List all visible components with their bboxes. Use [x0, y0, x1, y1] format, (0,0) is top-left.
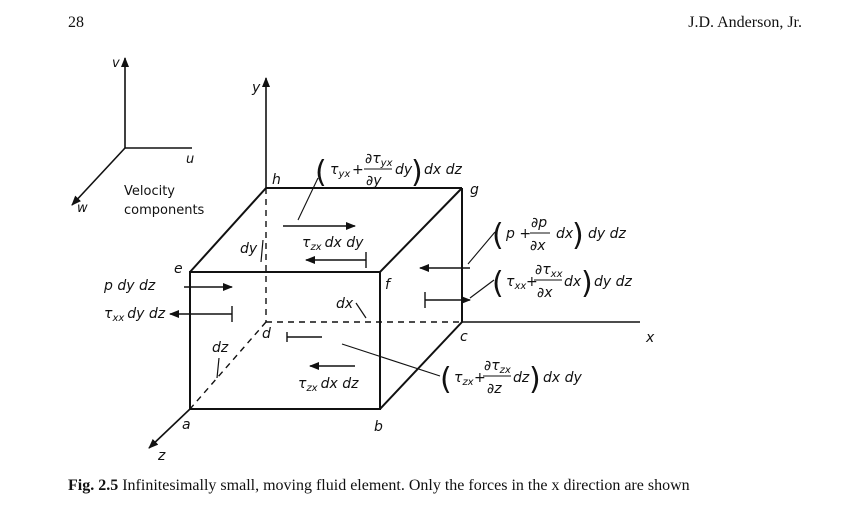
running-head: J.D. Anderson, Jr.	[688, 14, 802, 31]
x-axis-label: x	[645, 330, 655, 346]
tau-yx-plus-term: ( τyx + ∂τyx ∂y dy ) dx dz	[315, 151, 463, 190]
v-axis-label: v	[112, 56, 120, 71]
p-plus-term: ( p + ∂p ∂x dx ) dy dz	[492, 215, 627, 254]
svg-text:): )	[581, 266, 593, 301]
svg-text:(: (	[440, 362, 452, 397]
svg-text:dy: dy	[395, 162, 413, 178]
svg-text:): )	[529, 362, 541, 397]
velocity-axes	[71, 57, 192, 206]
corner-g: g	[470, 182, 479, 198]
svg-text:dy dz: dy dz	[594, 274, 633, 290]
tau-xx-plus-term: ( τxx + ∂τxx ∂x dx ) dy dz	[492, 262, 633, 301]
velocity-caption-line1: Velocity	[124, 184, 175, 199]
corner-e: e	[174, 261, 183, 277]
p-face-label: p dy dz	[103, 278, 156, 294]
fluid-element-cube	[189, 187, 463, 410]
tau-zx-plus-term: ( τzx + ∂τzx ∂z dz ) dx dy	[440, 358, 583, 397]
corner-d: d	[262, 326, 271, 342]
svg-text:∂z: ∂z	[487, 381, 502, 397]
corner-c: c	[460, 329, 468, 345]
svg-text:∂x: ∂x	[537, 285, 553, 301]
corner-b: b	[374, 419, 383, 435]
svg-text:(: (	[492, 218, 504, 253]
dx-label: dx	[336, 296, 354, 312]
svg-text:+: +	[352, 162, 364, 178]
svg-text:dz: dz	[513, 370, 530, 386]
svg-text:dx: dx	[564, 274, 582, 290]
dy-label: dy	[240, 241, 258, 257]
figure-caption: Fig. 2.5 Infinitesimally small, moving f…	[68, 477, 690, 495]
leader-lines	[297, 177, 496, 377]
z-axis-label: z	[157, 448, 166, 464]
u-axis-label: u	[186, 152, 194, 167]
svg-text:+: +	[474, 370, 486, 386]
svg-text:∂τyx: ∂τyx	[365, 151, 393, 169]
page-number: 28	[68, 14, 84, 31]
svg-text:(: (	[315, 155, 327, 190]
svg-text:∂y: ∂y	[366, 173, 382, 189]
svg-text:τzx: τzx	[454, 370, 474, 388]
velocity-caption-line2: components	[124, 203, 205, 218]
svg-text:): )	[572, 218, 584, 253]
svg-text:dx dy: dx dy	[543, 370, 583, 386]
corner-a: a	[182, 417, 191, 433]
svg-text:+: +	[526, 274, 538, 290]
svg-text:∂τzx: ∂τzx	[484, 358, 511, 376]
svg-text:∂τxx: ∂τxx	[535, 262, 563, 280]
figure-caption-text: Infinitesimally small, moving fluid elem…	[122, 477, 690, 494]
svg-text:τyx: τyx	[330, 162, 350, 180]
cube-hidden-edges	[189, 188, 462, 410]
svg-text:τxx: τxx	[506, 274, 526, 292]
svg-text:(: (	[492, 266, 504, 301]
figure-label: Fig. 2.5	[68, 477, 119, 494]
w-axis-label: w	[77, 201, 88, 216]
svg-text:dx: dx	[556, 226, 574, 242]
svg-text:): )	[411, 155, 423, 190]
y-axis-label: y	[251, 80, 261, 96]
main-axes	[148, 77, 640, 449]
svg-text:dx dz: dx dz	[424, 162, 463, 178]
svg-text:∂p: ∂p	[531, 215, 547, 231]
corner-h: h	[272, 172, 281, 188]
dz-label: dz	[212, 340, 229, 356]
corner-f: f	[385, 277, 392, 293]
svg-text:p +: p +	[505, 226, 531, 242]
svg-text:∂x: ∂x	[530, 238, 546, 254]
svg-text:dy dz: dy dz	[588, 226, 627, 242]
